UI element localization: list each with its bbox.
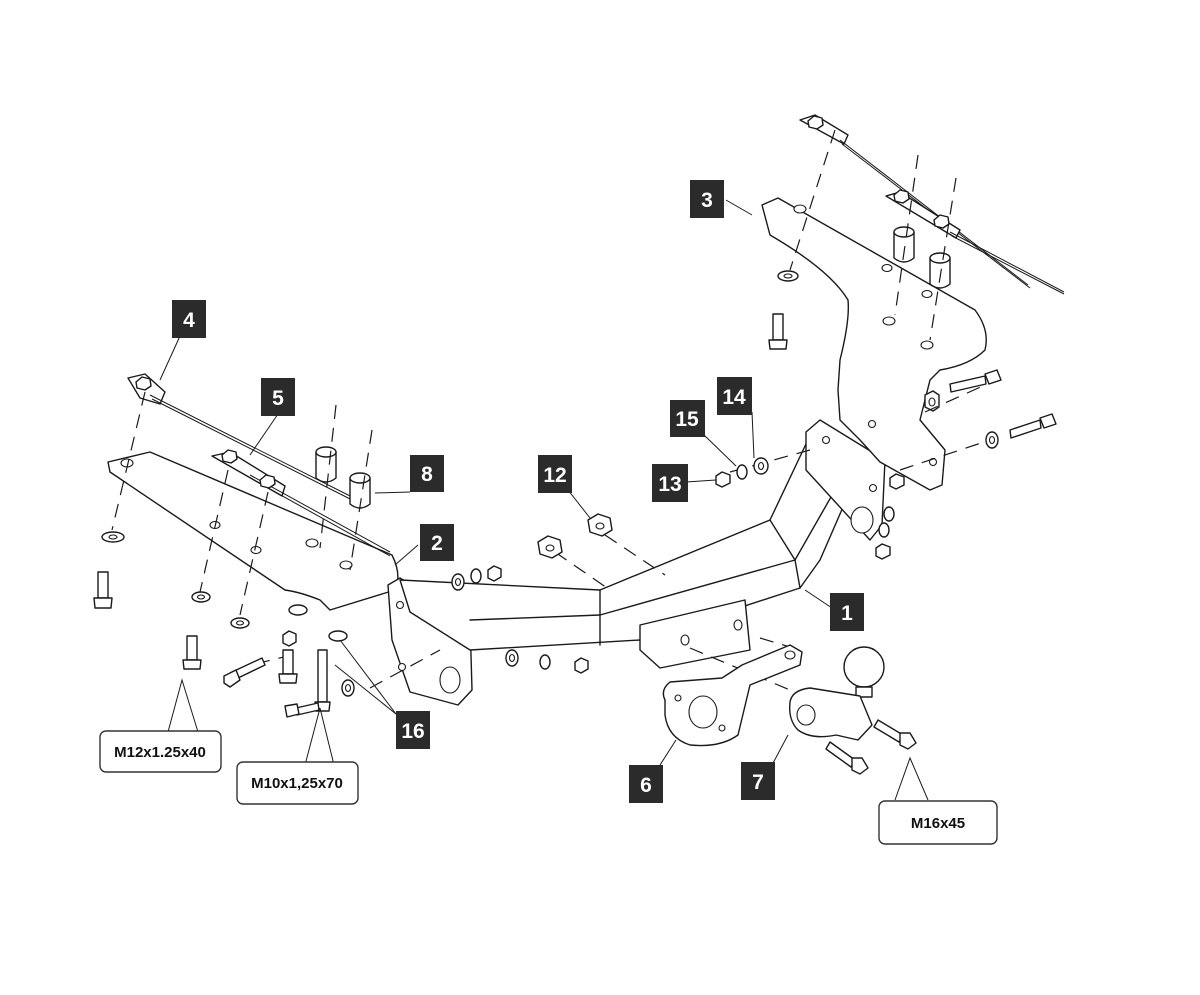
left-fasteners — [93, 531, 355, 718]
tag-6-text: 6 — [640, 774, 652, 797]
tag-1: 1 — [830, 593, 864, 631]
right-mounting-bracket-3 — [761, 197, 987, 491]
spec-label-m10: M10x1,25x70 — [236, 761, 359, 805]
tag-4-text: 4 — [183, 309, 195, 332]
tag-16-text: 16 — [401, 720, 424, 743]
spec-m12-text: M12x1.25x40 — [114, 744, 206, 761]
tag-6: 6 — [629, 765, 663, 803]
tag-15: 15 — [670, 400, 705, 437]
center-fasteners — [451, 457, 895, 674]
left-dashed-axes — [111, 391, 441, 689]
spec-m10-text: M10x1,25x70 — [251, 775, 343, 792]
right-strip-plates — [799, 114, 1065, 295]
tag-13: 13 — [652, 464, 688, 502]
tow-ball-7 — [788, 646, 917, 775]
tag-14: 14 — [717, 377, 752, 415]
tag-5: 5 — [261, 378, 295, 416]
tag-13-text: 13 — [658, 473, 681, 496]
tag-16: 16 — [396, 711, 430, 749]
tag-2-text: 2 — [431, 532, 443, 555]
tag-14-text: 14 — [722, 386, 746, 409]
spacer-tubes-8 — [315, 446, 371, 509]
tag-15-text: 15 — [675, 408, 699, 431]
spec-label-m16: M16x45 — [878, 800, 998, 845]
main-crossbar-1 — [399, 419, 886, 669]
left-strip-plate-4 — [127, 373, 361, 505]
left-strip-plate-5 — [211, 449, 391, 557]
leader-lines — [159, 199, 929, 801]
tag-12-text: 12 — [543, 464, 566, 487]
tag-4: 4 — [172, 300, 206, 338]
tag-8-text: 8 — [421, 463, 433, 486]
tag-3-text: 3 — [701, 189, 713, 212]
right-spacer-tubes — [893, 226, 951, 289]
right-dashed-axes — [789, 129, 991, 471]
tag-5-text: 5 — [272, 387, 284, 410]
socket-plate-6 — [662, 644, 803, 747]
tag-1-text: 1 — [841, 602, 853, 625]
tag-12: 12 — [538, 455, 572, 493]
tag-2: 2 — [420, 524, 454, 561]
tag-7-text: 7 — [752, 771, 764, 794]
spec-m16-text: M16x45 — [911, 815, 965, 832]
tag-7: 7 — [741, 762, 775, 800]
right-fasteners — [768, 270, 1057, 490]
spec-label-m12: M12x1.25x40 — [99, 730, 222, 773]
tag-3: 3 — [690, 180, 724, 218]
tag-8: 8 — [410, 455, 444, 492]
